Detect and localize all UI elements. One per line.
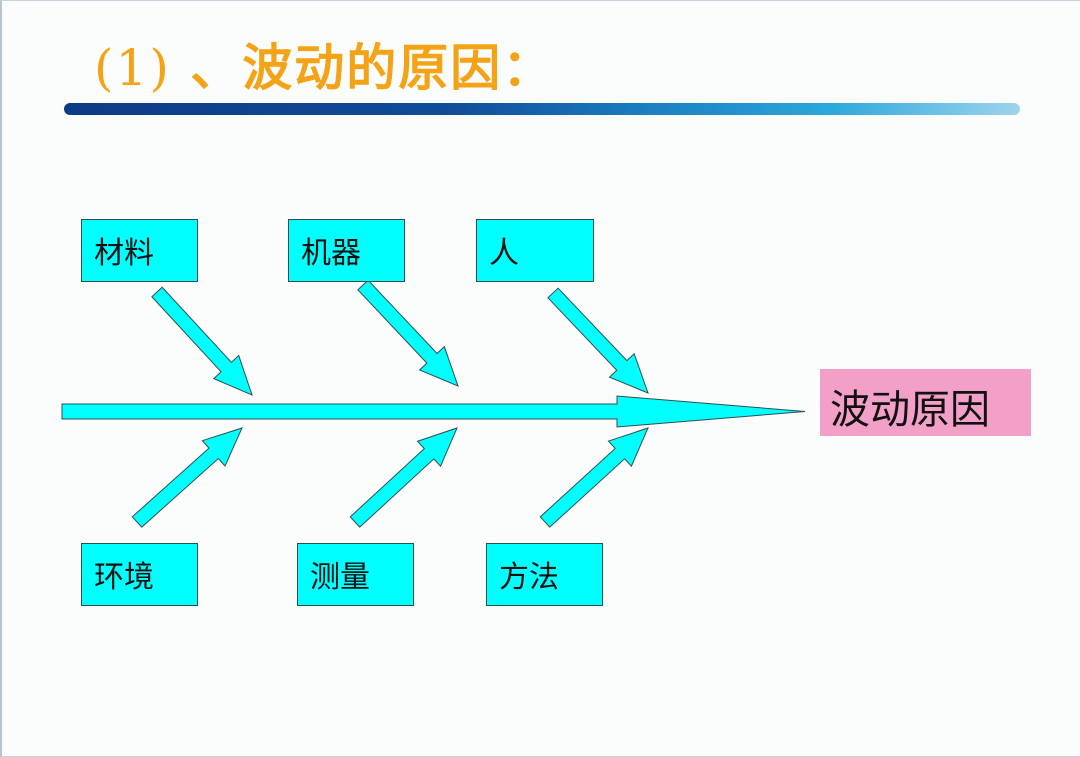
arrow-methods xyxy=(539,427,649,528)
title-text: 、波动的原因： xyxy=(190,39,555,97)
cause-box-materials: 材料 xyxy=(81,219,198,282)
cause-box-machines: 机器 xyxy=(288,219,405,282)
cause-box-people: 人 xyxy=(476,219,594,282)
cause-box-methods: 方法 xyxy=(486,543,603,606)
cause-box-environment: 环境 xyxy=(81,543,198,606)
spine-arrow xyxy=(61,395,806,428)
arrow-environment xyxy=(131,427,243,528)
slide-title: (1) 、波动的原因： xyxy=(94,28,554,100)
arrow-people xyxy=(547,287,649,394)
title-number: (1) xyxy=(94,39,171,97)
arrow-materials xyxy=(151,286,253,396)
arrow-measurement xyxy=(349,427,458,528)
effect-box: 波动原因 xyxy=(820,369,1031,436)
title-underline-bar xyxy=(64,103,1020,115)
cause-box-measurement: 测量 xyxy=(297,543,414,606)
arrow-machines xyxy=(357,279,459,387)
